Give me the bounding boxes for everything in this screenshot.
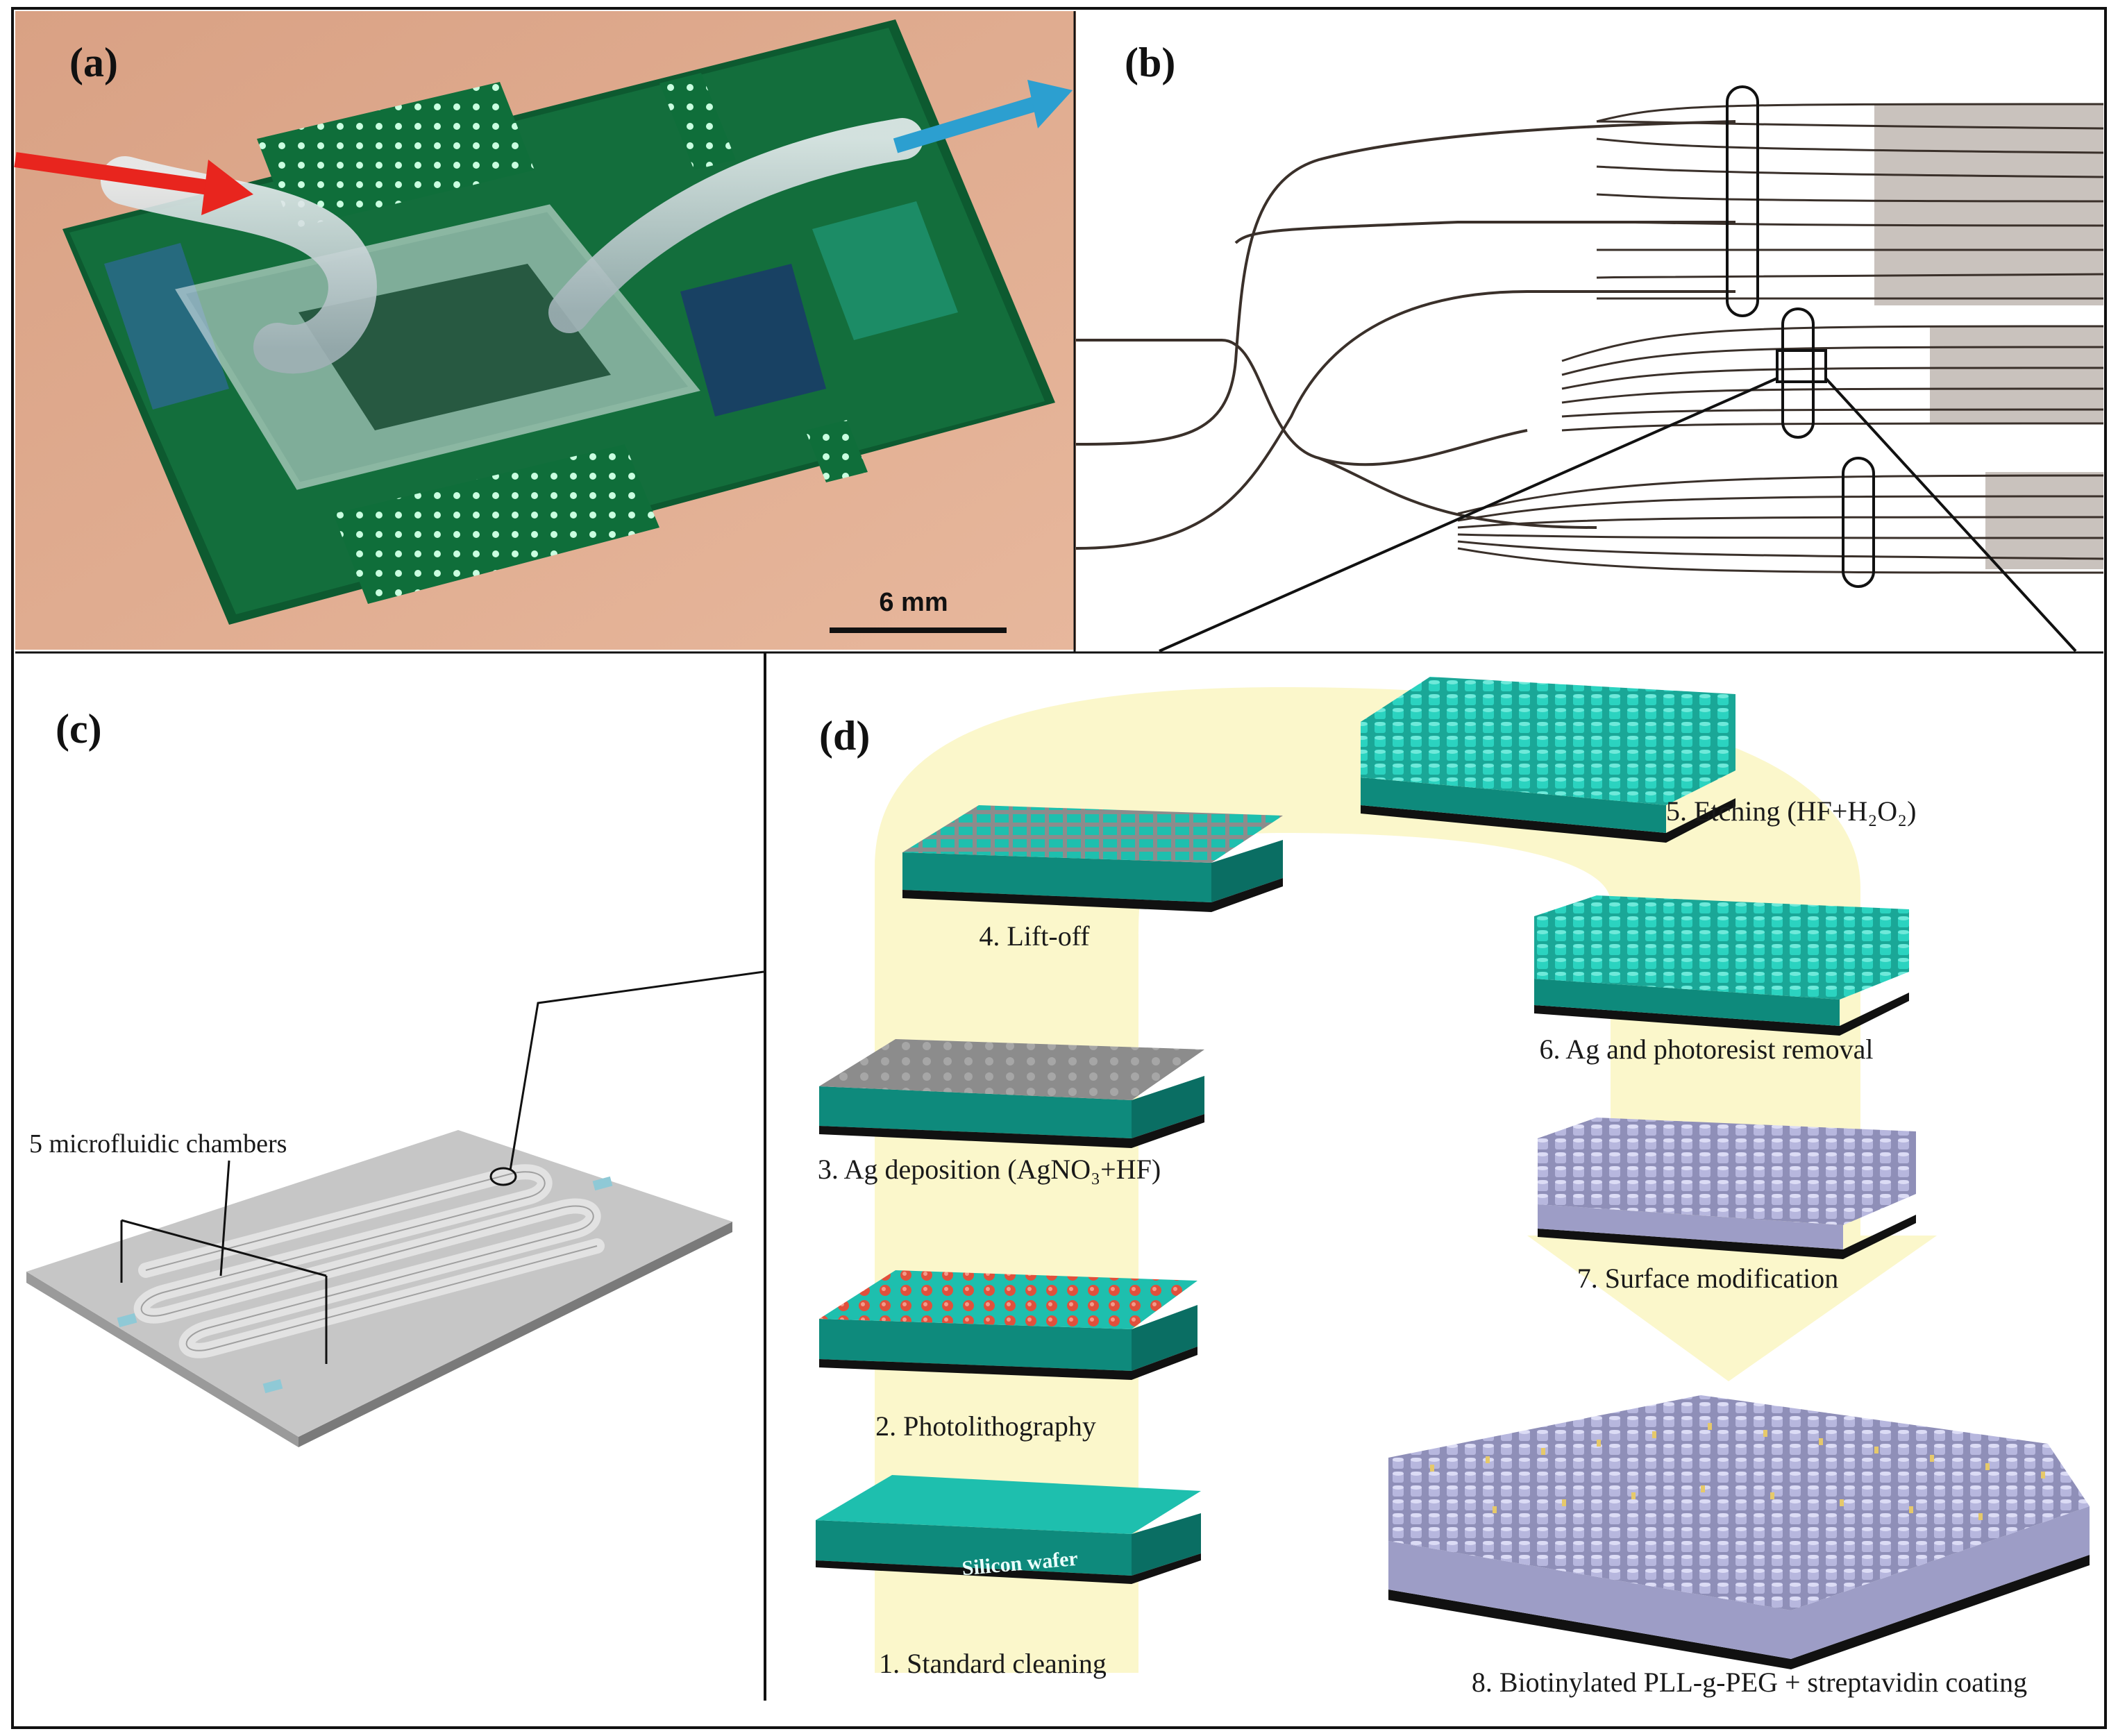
step-6-removal (1534, 895, 1909, 1036)
step4-side-right (1211, 840, 1283, 902)
panel-b: (b) (1075, 40, 2104, 652)
wafer-side-front (816, 1520, 1132, 1576)
step3-top (819, 1039, 1204, 1100)
feed-line-3 (1075, 290, 1735, 550)
outlet-arrowhead (1027, 80, 1073, 128)
feed-line-1 (1076, 339, 1528, 466)
electrode-group-oval-1 (1726, 85, 1759, 317)
step3-side-right (1132, 1076, 1204, 1138)
step3-side-front (819, 1086, 1132, 1138)
fanout-lines-1 (1596, 103, 2104, 301)
electrode-group-oval-3 (1842, 457, 1875, 588)
step4-base (902, 878, 1283, 912)
fanout-lines-2 (1561, 325, 2104, 432)
step5-base (1361, 798, 1735, 843)
electrode-dot-array-mid (805, 420, 868, 482)
step-1-wafer: Silicon wafer (816, 1475, 1201, 1584)
step3-base (819, 1114, 1204, 1148)
panel-a-label: (a) (69, 40, 118, 85)
step6-side (1534, 979, 1840, 1026)
zoom-leader (509, 970, 764, 1171)
port-1 (117, 1313, 137, 1328)
step6-base (1534, 993, 1909, 1036)
contact-pads-dark (680, 264, 826, 416)
feed-line-2 (1075, 120, 1736, 446)
contact-bar-3 (1985, 472, 2103, 569)
chambers-callout: 5 microfluidic chambers (29, 1129, 287, 1158)
channel-outline (140, 1171, 598, 1351)
panel-a: 6 mm (a) (14, 11, 1076, 650)
feed-line-4 (1318, 457, 1597, 529)
wafer-top (816, 1475, 1201, 1534)
step-6-label: 6. Ag and photoresist removal (1539, 1034, 1873, 1065)
wafer-side-right (1132, 1513, 1201, 1576)
step-5-label: 5. Etching (HF+H₂O₂) (1666, 795, 1916, 827)
step8-side (1388, 1506, 2090, 1659)
step-7-surface-mod (1538, 1118, 1916, 1259)
figure-border (11, 7, 2107, 1729)
zoom-line-right (1824, 377, 2077, 652)
scale-bar-label: 6 mm (879, 588, 948, 617)
contact-bar-1 (1874, 104, 2103, 305)
step-1-label: 1. Standard cleaning (879, 1648, 1107, 1679)
streptavidin-tips (1430, 1423, 2045, 1520)
step5-pillars (1361, 677, 1735, 805)
port-3 (592, 1176, 613, 1191)
step-8-coating (1388, 1395, 2090, 1669)
step5-side (1361, 777, 1666, 833)
step-8-label: 8. Biotinylated PLL-g-PEG + streptavidin… (1472, 1667, 2027, 1698)
panel-c: (c) 5 microfluidic chambers (26, 706, 764, 1447)
contact-bar-2 (1930, 326, 2103, 423)
electrode-dot-array-right (659, 73, 736, 170)
fanout-lines-3 (1457, 474, 2104, 574)
step7-side (1538, 1204, 1843, 1249)
panel-c-label: (c) (56, 706, 102, 752)
feed-line-5 (1234, 221, 1735, 244)
zoom-box (1776, 349, 1827, 383)
step4-side-front (902, 852, 1211, 902)
electrode-group-oval-2 (1781, 307, 1815, 439)
step2-base (819, 1347, 1197, 1380)
step7-base (1538, 1215, 1916, 1259)
step2-side-front (819, 1319, 1132, 1371)
panel-d-label: (d) (819, 713, 870, 759)
zoom-circle (489, 1167, 517, 1186)
chip-plate-side (26, 1272, 299, 1447)
contact-pads-right (812, 201, 958, 340)
step-3-label: 3. Ag deposition (AgNO₃+HF) (818, 1154, 1161, 1185)
electrode-dot-array-top (257, 82, 535, 229)
panel-d: (d) Silicon wafer 1. Standard cleaning 2… (816, 677, 2090, 1698)
chip-plate-side-right (299, 1222, 732, 1447)
wafer-base (816, 1553, 1201, 1584)
step7-pillars (1538, 1118, 1916, 1225)
inlet-arrowhead (201, 160, 253, 215)
step-7-label: 7. Surface modification (1577, 1263, 1839, 1294)
callout-leader (120, 1160, 328, 1364)
step-2-photoresist (819, 1270, 1197, 1380)
port-2 (262, 1379, 283, 1394)
step-5-etching (1361, 677, 1735, 843)
zoom-line-left (1159, 377, 1778, 652)
step6-pillars (1534, 895, 1909, 1000)
step8-pillars (1388, 1395, 2090, 1610)
panel-b-label: (b) (1125, 40, 1175, 85)
step-3-ag-deposition (819, 1039, 1204, 1148)
outlet-tube (548, 118, 923, 333)
step4-top (902, 805, 1283, 863)
step-2-label: 2. Photolithography (875, 1410, 1096, 1442)
chamber-window (299, 264, 611, 430)
contact-pads-left (104, 243, 229, 410)
outlet-arrow-blue (893, 96, 1037, 153)
step8-base (1388, 1555, 2090, 1669)
inlet-arrow-red (14, 152, 210, 195)
step-4-label: 4. Lift-off (979, 920, 1090, 952)
step2-top (819, 1270, 1197, 1329)
electrode-dot-array-bottom (333, 444, 659, 604)
step2-side-right (1132, 1305, 1197, 1371)
step-4-lift-off (902, 805, 1283, 912)
